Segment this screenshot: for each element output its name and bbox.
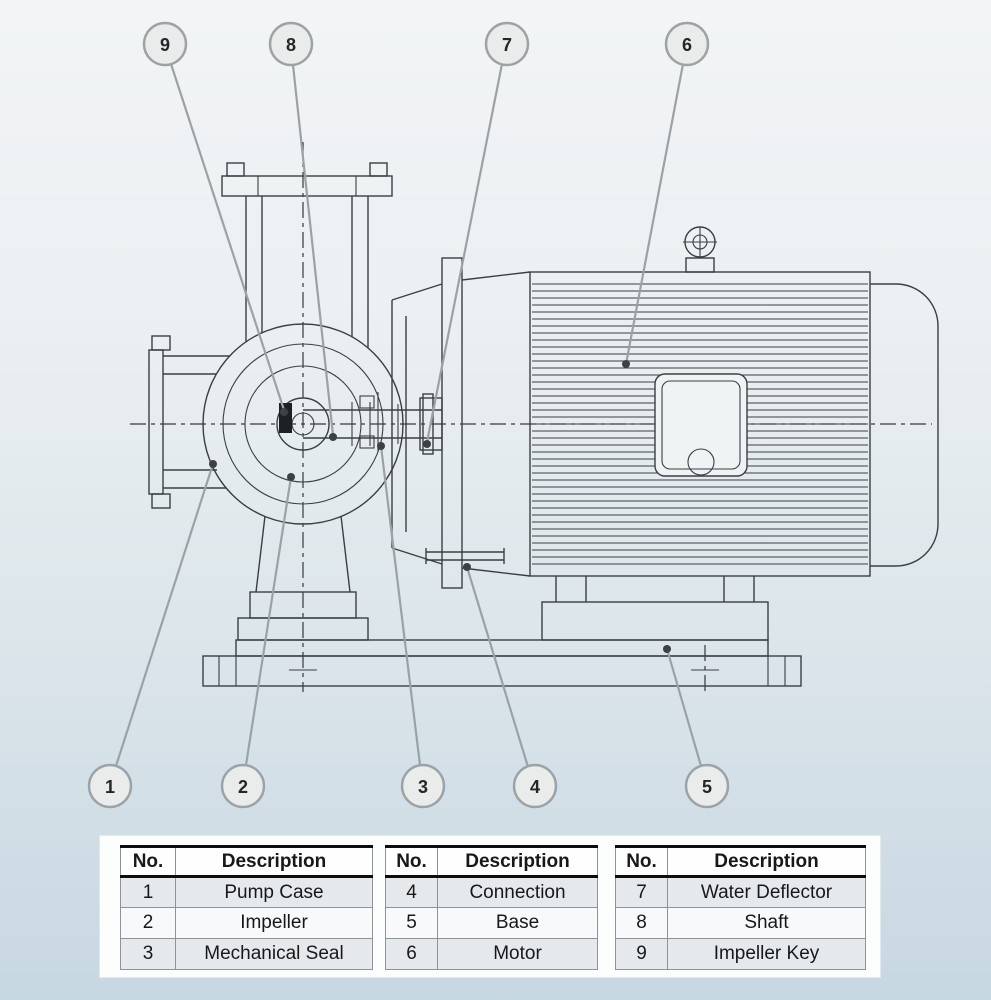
pump-technical-drawing: 9 8 7 6 1 2 3 4 5 bbox=[87, 21, 939, 809]
table-header-row: No. Description bbox=[615, 845, 866, 878]
table-header-row: No. Description bbox=[385, 845, 598, 878]
table-row: 1 Pump Case bbox=[120, 876, 373, 908]
callout-3-label: 3 bbox=[418, 777, 428, 797]
part-description: Motor bbox=[437, 938, 598, 970]
col-header-description: Description bbox=[437, 845, 598, 878]
motor-feet bbox=[541, 576, 769, 641]
callout-6: 6 bbox=[664, 21, 710, 67]
part-description: Base bbox=[437, 907, 598, 939]
part-description: Mechanical Seal bbox=[175, 938, 373, 970]
parts-table-1: No. Description 1 Pump Case 2 Impeller 3… bbox=[120, 845, 373, 970]
callout-2: 2 bbox=[220, 763, 266, 809]
callout-7: 7 bbox=[484, 21, 530, 67]
bracket-connection bbox=[391, 257, 531, 589]
leader-lines bbox=[114, 62, 703, 769]
callout-8: 8 bbox=[268, 21, 314, 67]
col-header-no: No. bbox=[385, 845, 438, 878]
impeller-key bbox=[279, 403, 292, 433]
part-number: 6 bbox=[385, 938, 438, 970]
parts-table-2: No. Description 4 Connection 5 Base 6 Mo… bbox=[385, 845, 598, 970]
part-description: Impeller Key bbox=[667, 938, 866, 970]
part-number: 7 bbox=[615, 876, 668, 908]
motor-end-cap bbox=[870, 283, 939, 567]
table-row: 9 Impeller Key bbox=[615, 938, 866, 970]
table-row: 2 Impeller bbox=[120, 907, 373, 939]
table-row: 4 Connection bbox=[385, 876, 598, 908]
callout-2-label: 2 bbox=[238, 777, 248, 797]
part-number: 2 bbox=[120, 907, 176, 939]
suction-flange bbox=[148, 335, 230, 509]
part-description: Shaft bbox=[667, 907, 866, 939]
table-row: 7 Water Deflector bbox=[615, 876, 866, 908]
part-number: 8 bbox=[615, 907, 668, 939]
callout-7-label: 7 bbox=[502, 35, 512, 55]
part-description: Water Deflector bbox=[667, 876, 866, 908]
table-row: 5 Base bbox=[385, 907, 598, 939]
table-row: 6 Motor bbox=[385, 938, 598, 970]
motor bbox=[529, 226, 939, 641]
col-header-description: Description bbox=[667, 845, 866, 878]
callout-1: 1 bbox=[87, 763, 133, 809]
part-number: 9 bbox=[615, 938, 668, 970]
part-number: 3 bbox=[120, 938, 176, 970]
callout-4: 4 bbox=[512, 763, 558, 809]
col-header-no: No. bbox=[120, 845, 176, 878]
water-deflector bbox=[422, 393, 434, 455]
callout-8-label: 8 bbox=[286, 35, 296, 55]
table-row: 8 Shaft bbox=[615, 907, 866, 939]
col-header-no: No. bbox=[615, 845, 668, 878]
callout-5-label: 5 bbox=[702, 777, 712, 797]
callout-9-label: 9 bbox=[160, 35, 170, 55]
part-description: Impeller bbox=[175, 907, 373, 939]
parts-table-3: No. Description 7 Water Deflector 8 Shaf… bbox=[615, 845, 866, 970]
part-number: 1 bbox=[120, 876, 176, 908]
table-row: 3 Mechanical Seal bbox=[120, 938, 373, 970]
callout-4-label: 4 bbox=[530, 777, 540, 797]
base bbox=[202, 639, 802, 687]
part-number: 4 bbox=[385, 876, 438, 908]
eyebolt bbox=[683, 226, 717, 273]
callout-1-label: 1 bbox=[105, 777, 115, 797]
part-number: 5 bbox=[385, 907, 438, 939]
mechanical-seal bbox=[359, 392, 379, 452]
pump-case bbox=[202, 162, 404, 641]
callout-3: 3 bbox=[400, 763, 446, 809]
callout-9: 9 bbox=[142, 21, 188, 67]
col-header-description: Description bbox=[175, 845, 373, 878]
table-header-row: No. Description bbox=[120, 845, 373, 878]
motor-terminal-window bbox=[654, 373, 748, 477]
callout-6-label: 6 bbox=[682, 35, 692, 55]
part-description: Pump Case bbox=[175, 876, 373, 908]
part-description: Connection bbox=[437, 876, 598, 908]
callout-5: 5 bbox=[684, 763, 730, 809]
